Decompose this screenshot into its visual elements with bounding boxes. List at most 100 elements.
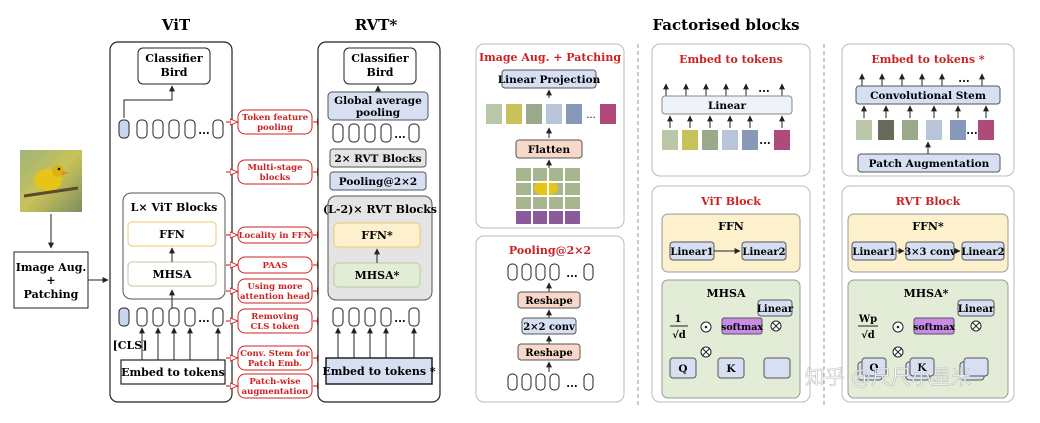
reshape-top-label: Reshape [525, 296, 572, 307]
patch-aug-label: Patch Augmentation [869, 158, 990, 170]
panel-pooling-title: Pooling@2×2 [509, 244, 591, 257]
rvt-gap-box [327, 91, 429, 121]
conv-stem-label: Convolutional Stem [870, 90, 986, 102]
reshape-bottom-box [517, 343, 581, 361]
flatten-box [515, 139, 583, 159]
mod-8-line1: Patch-wise [249, 377, 301, 387]
rvt-classifier-box [343, 47, 417, 85]
vit-block-linear-label: Linear [757, 304, 794, 315]
vit-block-k [717, 357, 745, 379]
rvt-two-blocks-box [329, 148, 427, 168]
vit-block-scale-den: √d [672, 329, 686, 341]
vit-block-k-label: K [726, 363, 736, 375]
rvt-gap-line2: pooling [356, 107, 401, 119]
mod-5-line2: attention head [240, 292, 310, 302]
pool-conv-box [521, 317, 577, 335]
rvt-block-linear2 [961, 241, 1005, 261]
mod-patch-aug [237, 373, 313, 399]
rvt-mhsa-label: MHSA* [355, 269, 400, 282]
mod-6-line1: Removing [251, 312, 298, 322]
rvt-embed-label: Embed to tokens * [322, 365, 436, 378]
mod-7-line1: Conv. Stem for [240, 349, 310, 359]
embed-star-patches [856, 120, 994, 140]
rvt-blocks-title: (L-2)× RVT Blocks [323, 203, 437, 216]
linear-projection-box [501, 69, 597, 89]
mod-1-line1: Token feature [242, 113, 309, 123]
vit-block-q [669, 357, 697, 379]
vit-classifier-label: Classifier [145, 52, 203, 65]
mod-2-line2: blocks [260, 173, 291, 183]
vit-ffn-label: FFN [159, 228, 185, 241]
vit-block-q-label: Q [678, 363, 687, 375]
embed-ellipsis-bottom: ... [759, 134, 771, 147]
rvt-embed-box [325, 357, 433, 385]
svg-text:...: ... [586, 110, 596, 121]
mod-multi-stage [237, 159, 313, 185]
vit-block-linear2-label: Linear2 [742, 247, 785, 258]
rvt-block-k [909, 357, 935, 377]
reshape-top-box [517, 291, 581, 309]
reshape-bottom-label: Reshape [525, 348, 572, 359]
mod-more-heads [237, 278, 313, 304]
panel-embed-star-title: Embed to tokens * [871, 53, 985, 66]
pooling-output-tokens [507, 263, 594, 281]
embed-linear-box [661, 95, 793, 115]
mod-6-line2: CLS token [251, 322, 300, 332]
flatten-label: Flatten [528, 144, 571, 156]
rvt-classifier-label: Classifier [351, 52, 409, 65]
patch-grid-image [516, 168, 580, 224]
rvt-output-tokens [332, 123, 420, 143]
vit-ellipsis-bottom: ... [198, 312, 210, 325]
rvt-block-k-label: K [917, 362, 927, 374]
pooling-ellipsis-bottom: ... [566, 377, 578, 390]
vit-block-linear [757, 299, 793, 317]
flattened-patches: ... [486, 104, 616, 124]
input-bird-image [20, 150, 82, 212]
vit-embed-box [120, 359, 226, 385]
image-aug-line3: Patching [24, 288, 79, 301]
rvt-block-linear-label: Linear [958, 304, 995, 315]
vit-cls-label: [CLS] [113, 339, 148, 352]
panel-embed-title: Embed to tokens [679, 53, 783, 66]
image-aug-box [13, 251, 89, 309]
mod-1-line2: pooling [257, 123, 293, 133]
vit-blocks-title: L× ViT Blocks [131, 201, 218, 214]
mod-conv-stem [237, 345, 313, 371]
rvt-block-scale-den: √d [861, 329, 875, 341]
vit-output-tokens [118, 119, 224, 139]
panel-patching-title: Image Aug. + Patching [479, 51, 621, 64]
mod-locality-ffn [237, 226, 313, 244]
rvt-gap-line1: Global average [334, 95, 422, 107]
vit-block-mhsa-label: MHSA [706, 287, 746, 300]
rvt-block-scale-num: Wp [858, 314, 877, 325]
embed-patches [662, 130, 790, 150]
rvt-block-title: RVT Block [896, 195, 961, 208]
rvt-block-v [963, 357, 989, 377]
rvt-block-softmax [913, 317, 955, 335]
rvt-block-linear [957, 299, 995, 317]
patch-aug-box [857, 153, 1001, 173]
rvt-block-linear2-label: Linear2 [961, 247, 1004, 258]
vit-classifier-box [137, 47, 211, 85]
rvt-block-q-label: Q [869, 362, 878, 374]
vit-embed-label: Embed to tokens [121, 366, 225, 379]
image-aug-line2: + [46, 274, 55, 287]
watermark-text: 知乎 @尺尺小星米 [805, 365, 971, 389]
rvt-block-mhsa-label: MHSA* [904, 287, 949, 300]
rvt-ellipsis-top: ... [394, 128, 406, 141]
mod-paas [237, 256, 313, 274]
vit-block-v [763, 357, 791, 379]
rvt-heading: RVT* [355, 16, 398, 34]
mod-2-line1: Multi-stage [247, 163, 303, 173]
mod-token-feature-pooling [237, 109, 313, 135]
vit-heading: ViT [161, 16, 191, 34]
vit-ffn-box [127, 221, 217, 247]
rvt-ffn-box [333, 222, 421, 248]
vit-ellipsis-top: ... [198, 124, 210, 137]
vit-block-title: ViT Block [700, 195, 761, 208]
mod-4-line1: PAAS [262, 261, 287, 271]
rvt-block-q [861, 357, 887, 377]
conv-stem-box [855, 85, 1001, 105]
vit-block-linear1-label: Linear1 [670, 247, 713, 258]
